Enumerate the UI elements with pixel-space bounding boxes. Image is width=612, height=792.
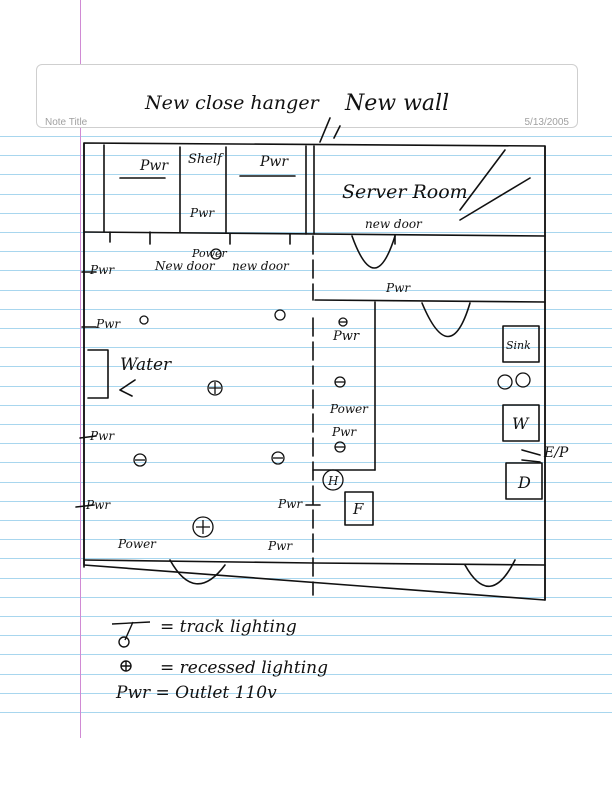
- ruled-line: [0, 405, 612, 406]
- ruled-line: [0, 136, 612, 137]
- margin-line: [80, 0, 81, 738]
- ruled-line: [0, 309, 612, 310]
- ruled-line: [0, 501, 612, 502]
- new-door-label-1: New door: [154, 259, 216, 273]
- legend-recessed-text: = recessed lighting: [160, 658, 328, 678]
- ruled-line: [0, 520, 612, 521]
- server-room-label: Server Room: [342, 181, 468, 203]
- furnace-label: F: [352, 500, 364, 518]
- ruled-line: [0, 654, 612, 655]
- sink-label: Sink: [506, 339, 531, 352]
- power-label-2: Power: [329, 402, 369, 416]
- closet-pwr-2: Pwr: [259, 154, 289, 170]
- power-label-3: Power: [117, 537, 157, 551]
- pwr-label-4: Pwr: [332, 329, 360, 344]
- note-date: 5/13/2005: [524, 117, 570, 128]
- water-label: Water: [120, 355, 172, 375]
- note-title-box[interactable]: Note Title 5/13/2005: [36, 64, 578, 128]
- server-new-door-label: new door: [365, 217, 423, 231]
- ruled-line: [0, 366, 612, 367]
- shelf-label: Shelf: [188, 152, 224, 167]
- ruled-line: [0, 578, 612, 579]
- pwr-label-1: Pwr: [89, 263, 115, 277]
- new-wall-note: New wall: [344, 91, 449, 116]
- track-lighting-symbol: [111, 621, 151, 641]
- ruled-line: [0, 558, 612, 559]
- ruled-line: [0, 347, 612, 348]
- pwr-label-3: Pwr: [385, 281, 411, 295]
- closet-pwr-1: Pwr: [139, 158, 169, 174]
- furnace-box: [344, 491, 374, 526]
- sink-box: [502, 325, 540, 363]
- ruled-line: [0, 616, 612, 617]
- close-hanger-note: New close hanger: [144, 92, 321, 114]
- ruled-line: [0, 462, 612, 463]
- closet-pwr-3: Pwr: [189, 206, 215, 220]
- dryer-label: D: [517, 473, 531, 492]
- ruled-line: [0, 712, 612, 713]
- pwr-label-9: Pwr: [267, 539, 293, 553]
- legend-outlet-text: Pwr = Outlet 110v: [115, 683, 277, 703]
- ep-label: E/P: [543, 445, 569, 461]
- pwr-label-8: Pwr: [277, 497, 303, 511]
- heater-label: H: [327, 474, 339, 488]
- washer-box: [502, 404, 540, 442]
- new-door-label-2: new door: [232, 259, 290, 273]
- server-door-swing: [351, 235, 396, 269]
- pwr-label-5: Pwr: [331, 425, 357, 439]
- ruled-line: [0, 328, 612, 329]
- ruled-line: [0, 597, 612, 598]
- ruled-line: [0, 539, 612, 540]
- power-label: Power: [191, 247, 228, 260]
- pwr-label-2: Pwr: [95, 317, 121, 331]
- new-wall-pointer: [319, 117, 331, 143]
- ruled-line: [0, 635, 612, 636]
- ruled-line: [0, 386, 612, 387]
- ruled-line: [0, 482, 612, 483]
- pwr-label-6: Pwr: [89, 429, 115, 443]
- pwr-label-7: Pwr: [85, 498, 111, 512]
- ruled-line: [0, 424, 612, 425]
- note-title-label: Note Title: [45, 117, 88, 128]
- ruled-line: [0, 290, 612, 291]
- washer-label: W: [512, 414, 530, 433]
- ruled-line: [0, 270, 612, 271]
- ruled-line: [0, 693, 612, 694]
- ruled-line: [0, 251, 612, 252]
- legend-track-text: = track lighting: [160, 617, 297, 637]
- dryer-box: [505, 462, 543, 500]
- ruled-line: [0, 443, 612, 444]
- ruled-line: [0, 674, 612, 675]
